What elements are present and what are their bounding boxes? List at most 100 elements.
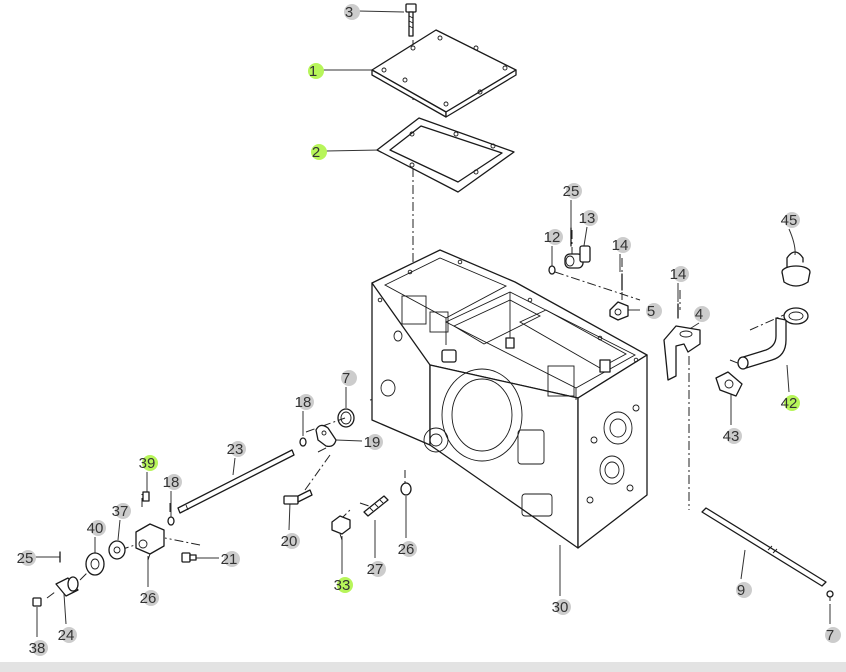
callout-bubble <box>61 627 77 643</box>
part-33-bolt <box>331 515 351 541</box>
callout-label: 9 <box>737 582 745 599</box>
callout-bubble <box>230 441 246 457</box>
callout-bubble <box>582 210 598 226</box>
callout-bubble <box>555 599 571 615</box>
callout-label: 14 <box>670 266 687 283</box>
callout-label: 26 <box>140 590 157 607</box>
callout-bubble <box>142 455 158 471</box>
part-26-shift-lug <box>135 523 165 561</box>
callout-20: 20 <box>281 533 300 550</box>
callout-13: 13 <box>579 210 598 227</box>
part-1-cover-plate <box>371 29 517 118</box>
part-42-elbow-pipe <box>737 307 809 370</box>
callout-4: 4 <box>694 306 710 323</box>
callout-25: 25 <box>563 183 582 200</box>
callout-label: 18 <box>295 394 312 411</box>
callout-bubble <box>308 63 324 79</box>
callout-bubble <box>784 395 800 411</box>
callout-18: 18 <box>163 474 182 491</box>
callout-bubble <box>694 306 710 322</box>
callout-7: 7 <box>825 627 841 644</box>
callout-bubble <box>784 212 800 228</box>
callout-label: 30 <box>552 599 569 616</box>
callout-bubble <box>311 144 327 160</box>
callout-bubble <box>143 590 159 606</box>
callout-14: 14 <box>670 266 689 283</box>
callout-bubble <box>284 533 300 549</box>
callout-2: 2 <box>311 144 327 161</box>
callout-bubble <box>646 303 662 319</box>
part-20-bolt <box>283 489 313 505</box>
callout-label: 40 <box>87 520 104 537</box>
callout-21: 21 <box>221 551 240 568</box>
callout-bubble <box>90 520 106 536</box>
callout-label: 45 <box>781 212 798 229</box>
callout-label: 7 <box>826 627 834 644</box>
callout-bubble <box>32 640 48 656</box>
callout-38: 38 <box>29 640 48 657</box>
callout-bubble <box>166 474 182 490</box>
callout-label: 26 <box>398 541 415 558</box>
callout-26: 26 <box>398 541 417 558</box>
callout-5: 5 <box>646 303 662 320</box>
callout-bubble <box>298 394 314 410</box>
part-37-washer <box>108 540 126 560</box>
callout-37: 37 <box>112 503 131 520</box>
part-27-stud <box>363 495 389 517</box>
callout-45: 45 <box>781 212 800 229</box>
callout-label: 21 <box>221 551 238 568</box>
part-23-shaft <box>177 449 295 514</box>
callout-label: 4 <box>695 306 703 323</box>
callout-bubble <box>337 577 353 593</box>
callout-label: 13 <box>579 210 596 227</box>
callout-18: 18 <box>295 394 314 411</box>
callout-label: 39 <box>139 455 156 472</box>
callout-1: 1 <box>308 63 324 80</box>
callout-12: 12 <box>544 229 563 246</box>
part-39-pin <box>142 491 150 502</box>
part-45-hook-cap <box>781 251 811 287</box>
part-7-ring-right <box>826 590 834 598</box>
part-38-small-bolt <box>32 597 42 607</box>
callout-label: 5 <box>647 303 655 320</box>
callout-label: 43 <box>723 428 740 445</box>
callout-label: 23 <box>227 441 244 458</box>
callout-label: 3 <box>345 4 353 21</box>
callout-bubble <box>566 183 582 199</box>
callout-25: 25 <box>17 550 36 567</box>
callout-label: 1 <box>309 63 317 80</box>
callout-bubble <box>673 266 689 282</box>
callout-label: 12 <box>544 229 561 246</box>
part-2-gasket <box>376 117 515 193</box>
part-12-ring <box>548 265 556 275</box>
callout-3: 3 <box>344 4 360 21</box>
part-18-ring-upper <box>299 437 307 447</box>
callout-label: 37 <box>112 503 129 520</box>
part-18-ring-lower <box>167 516 175 526</box>
callout-label: 2 <box>312 144 320 161</box>
callout-30: 30 <box>552 599 571 616</box>
callout-label: 14 <box>612 237 629 254</box>
bottom-scroll-strip <box>0 662 846 672</box>
part-43-flange-gasket <box>715 371 743 397</box>
callout-24: 24 <box>58 627 77 644</box>
part-5-shift-block <box>609 301 629 321</box>
callout-bubble <box>224 551 240 567</box>
callout-19: 19 <box>364 434 383 451</box>
callout-bubble <box>736 582 752 598</box>
callout-label: 20 <box>281 533 298 550</box>
part-13-shift-lug <box>564 245 591 269</box>
callout-39: 39 <box>139 455 158 472</box>
callout-label: 7 <box>342 370 350 387</box>
part-9-shift-rod <box>701 507 827 587</box>
part-24-bushing <box>55 576 79 597</box>
callout-label: 18 <box>163 474 180 491</box>
callout-43: 43 <box>723 428 742 445</box>
callout-7: 7 <box>341 370 357 387</box>
callout-label: 42 <box>781 395 798 412</box>
callout-27: 27 <box>367 561 386 578</box>
callout-bubble <box>370 561 386 577</box>
callout-label: 25 <box>17 550 34 567</box>
